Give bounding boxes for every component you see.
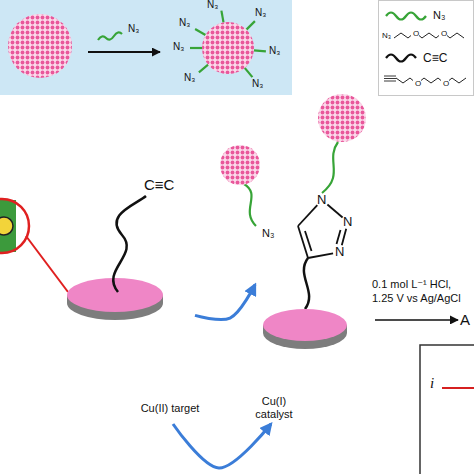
ring-bond [342,229,346,245]
alkyne-peg-structure [396,78,466,83]
azide-label: N₃ [179,18,190,28]
alkyne-chain-sample [386,55,416,62]
reduction-arrow [173,424,271,468]
copper-target: Cu(II) target [140,392,200,424]
azide-chain [245,68,253,77]
azide-label: N₃ [128,24,139,34]
electrode-photo [0,200,16,252]
nanoparticle [8,14,72,78]
azide-peg-structure [394,33,464,38]
alkyne-electrode: C≡C [60,165,195,325]
ring-bond [298,226,308,258]
graph-frame [420,345,474,474]
triazole-ring [298,205,346,259]
ring-bond [327,205,342,218]
copper-catalyst: Cu(I) catalyst [243,392,305,424]
azide-chains [190,11,266,78]
azide-label: N₃ [173,42,184,52]
azide-label: N₃ [255,8,266,18]
electrode-spot [0,217,13,235]
triazole-electrode: N N N [255,95,375,355]
alkyne-chain [304,258,309,309]
alkyne-chain [113,196,146,292]
readout-label: A [460,312,470,327]
species-label: Cu(I) catalyst [243,395,305,420]
formula-label: O [443,80,449,88]
atom-label: N [317,193,326,206]
azide-label: N₃ [184,73,195,83]
electrode-surface [263,309,347,341]
linker-chain [322,142,338,193]
azide-chain [221,11,223,23]
catalysis-arrow [195,285,255,320]
azide-label: N₃ [269,46,280,56]
ring-double-bond [337,230,341,244]
atom-label: N [343,215,352,228]
atom-label: N [335,245,344,258]
ring-double-bond [305,231,312,251]
electrode-side [263,325,347,333]
formula-label: N₃ [433,10,445,21]
azide-chain [195,29,205,35]
triple-bond [384,76,396,81]
reaction-arrow [88,51,160,53]
formula-label: C≡C [423,52,447,64]
zoom-circle [0,199,29,253]
readout-end: A [458,308,474,332]
electrode-side [67,295,163,303]
azide-chain-sample [386,13,426,20]
azide-label: N₃ [207,0,218,10]
formula-label: O [413,30,419,38]
azide-chain [244,184,256,226]
azide-chain [98,32,122,40]
alkyne-label: C≡C [144,177,174,192]
azide-chain [246,21,255,30]
current-trace [442,387,474,389]
formula-label: N₃ [382,32,391,40]
azide-label: N₃ [252,79,263,89]
ring-bond [298,205,317,226]
azide-label: N₃ [262,228,274,239]
nanoparticle [202,22,254,74]
measurement-arrow [375,319,458,321]
formula-label: O [415,80,421,88]
azide-chain [254,50,266,51]
azide-chain [199,65,208,73]
condition-label: 0.1 mol L⁻¹ HCl, 1.25 V vs Ag/AgCl [372,278,472,306]
electrode-surface [67,278,163,312]
axis-label: i [430,376,434,391]
species-label: Cu(II) target [141,402,200,415]
reagent-key-box: N₃ N₃ O O C≡C O O [378,0,474,96]
azide-chain [190,47,202,49]
nanoparticle [318,94,366,142]
zoom-leader [26,236,68,292]
nanoparticle [220,145,260,185]
electrode-side [67,286,163,320]
functionalisation-panel: N₃ N₃ N₃ N₃ N₃ N₃ N₃ N₃ [0,0,292,95]
formula-label: O [441,30,447,38]
ring-bond [308,253,333,258]
electrode-side [263,317,347,349]
